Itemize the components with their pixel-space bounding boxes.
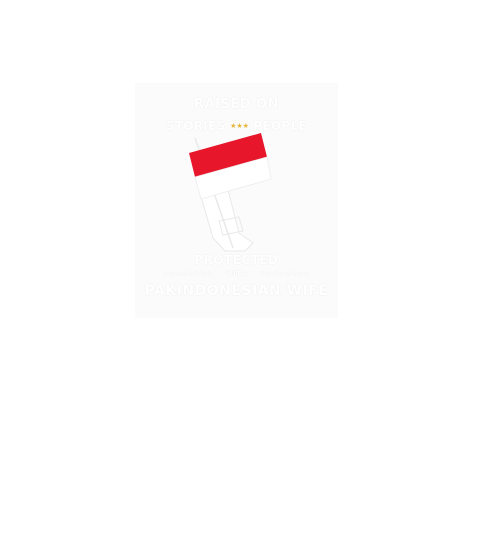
arrows-left: >>>>>>>> [163, 270, 215, 278]
headline-line-3: PROTECTED [194, 253, 279, 267]
headline-line-2-left: STORIES [165, 119, 226, 133]
headline-line-1: RAISED ON [194, 97, 279, 112]
flag-white-stripe [194, 156, 272, 200]
star-icons: ★★★ [230, 122, 249, 130]
headline-line-2: STORIES ★★★ PEOPLE [135, 119, 338, 133]
headline-line-2-right: PEOPLE [253, 119, 308, 133]
flag-red-stripe [189, 133, 267, 177]
flag-illustration [189, 133, 272, 252]
arrows-right: <<<<<<<< [258, 270, 310, 278]
connector-word: WITH [225, 270, 248, 278]
headline-line-4: >>>>>>>> WITH <<<<<<<< [135, 270, 338, 278]
shirt-design: RAISED ON STORIES ★★★ PEOPLE PROTECTED >… [135, 83, 338, 318]
headline-line-5: PAKINDONESIAN WIFE [144, 283, 329, 299]
